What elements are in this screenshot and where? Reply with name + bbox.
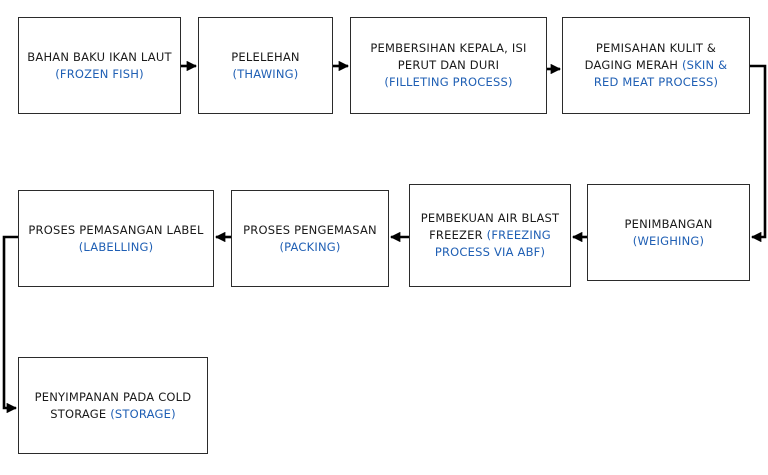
step-freezing: PEMBEKUAN AIR BLAST FREEZER (FREEZING PR…	[409, 184, 571, 287]
step-storage-sublabel: (STORAGE)	[110, 406, 176, 421]
step-packing-sublabel: (PACKING)	[279, 239, 341, 254]
step-frozen-fish-sublabel: (FROZEN FISH)	[55, 66, 144, 81]
step-freezing-label: PEMBEKUAN AIR BLAST FREEZER	[420, 211, 560, 242]
step-frozen-fish-label: BAHAN BAKU IKAN LAUT	[27, 49, 172, 64]
step-storage: PENYIMPANAN PADA COLD STORAGE (STORAGE)	[18, 357, 208, 454]
step-storage-label: PENYIMPANAN PADA COLD STORAGE	[34, 389, 192, 421]
step-filleting-sublabel: (FILLETING PROCESS)	[384, 75, 513, 89]
step-weighing-sublabel: (WEIGHING)	[632, 233, 705, 248]
step-thawing: PELELEHAN (THAWING)	[198, 17, 333, 114]
step-weighing: PENIMBANGAN (WEIGHING)	[587, 184, 750, 281]
step-labelling-label: PROSES PEMASANGAN LABEL	[28, 222, 204, 237]
step-filleting-label: PEMBERSIHAN KEPALA, ISI PERUT DAN DURI	[370, 41, 527, 72]
step-skin-red-meat: PEMISAHAN KULIT & DAGING MERAH (SKIN & R…	[562, 17, 750, 114]
step-filleting: PEMBERSIHAN KEPALA, ISI PERUT DAN DURI (F…	[350, 17, 547, 114]
step-skin-red-meat-label: PEMISAHAN KULIT & DAGING MERAH	[584, 41, 717, 72]
step-freezing-sublabel: (FREEZING PROCESS VIA ABF)	[434, 228, 551, 259]
arrow-4-to-5	[750, 64, 767, 243]
step-packing-label: PROSES PENGEMASAN	[243, 222, 377, 237]
arrow-8-to-9	[2, 235, 18, 414]
step-thawing-label: PELELEHAN	[231, 49, 300, 64]
step-thawing-sublabel: (THAWING)	[232, 66, 299, 81]
step-skin-red-meat-sublabel: (SKIN & RED MEAT PROCESS)	[593, 58, 728, 89]
step-packing: PROSES PENGEMASAN (PACKING)	[231, 190, 389, 287]
step-weighing-label: PENIMBANGAN	[624, 216, 713, 231]
step-frozen-fish: BAHAN BAKU IKAN LAUT (FROZEN FISH)	[18, 17, 181, 114]
step-labelling-sublabel: (LABELLING)	[78, 239, 154, 254]
step-labelling: PROSES PEMASANGAN LABEL (LABELLING)	[18, 190, 214, 287]
